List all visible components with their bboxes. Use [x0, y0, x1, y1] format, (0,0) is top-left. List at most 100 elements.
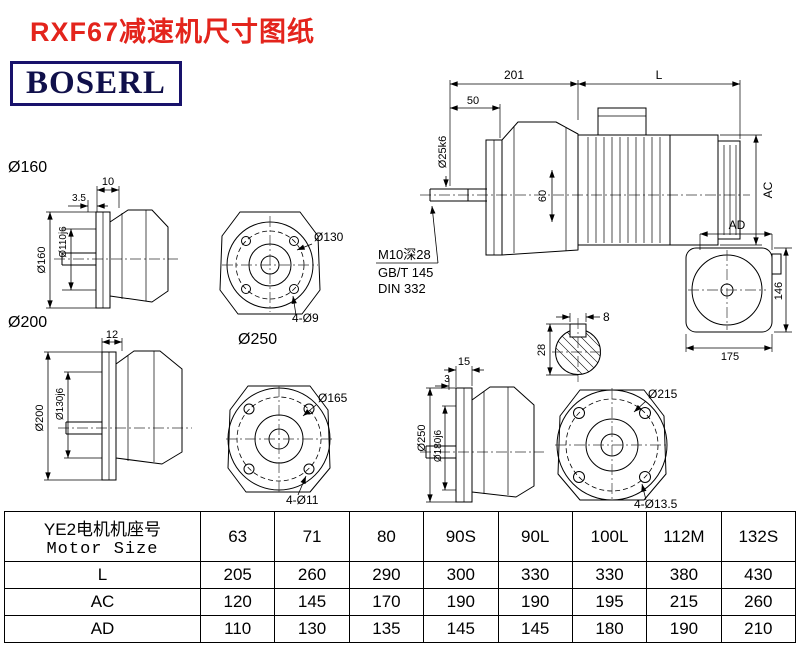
motor-cooling-fins [587, 137, 661, 243]
value-cell: 260 [274, 561, 350, 589]
value-cell: 170 [348, 588, 425, 616]
variant250-dimensions: 15 3 Ø250 Ø180j6 [416, 356, 484, 503]
value-cell: 380 [646, 561, 722, 589]
dim-step: 3.5 [72, 193, 86, 204]
row-label: AC [4, 588, 201, 616]
logo-text: BOSERL [26, 65, 166, 101]
dim-shaft-length: 50 [467, 95, 479, 107]
dim-length: 10 [102, 176, 114, 188]
dim-shaft-diameter: Ø25k6 [437, 136, 449, 168]
bolt-holes [241, 236, 299, 294]
variant160-heading: Ø160 [8, 159, 47, 176]
dim-ac: AC [761, 181, 775, 198]
dim-length: 15 [458, 356, 470, 368]
motor-body [577, 134, 719, 246]
label-holes: 4-Ø9 [292, 311, 319, 325]
dim-pilot: Ø110j6 [58, 226, 69, 258]
dim-flange-od: Ø160 [36, 247, 48, 274]
value-cell: 210 [720, 615, 797, 643]
gear-housing [109, 209, 169, 303]
variant250-side-view: Ø250 15 [238, 331, 544, 503]
rear-dimensions: 146 175 [685, 247, 792, 363]
table-row-AC: AC 120 145 170 190 190 195 215 260 [4, 588, 797, 616]
size-col-header: 90L [497, 511, 573, 562]
size-col-header: 132S [720, 511, 797, 562]
gear-housing [471, 386, 535, 498]
value-cell: 300 [423, 561, 499, 589]
label-holes: 4-Ø11 [286, 493, 319, 507]
motor-size-label-en: Motor Size [46, 539, 159, 559]
key-dimensions: 8 28 [536, 310, 610, 376]
boserl-logo: BOSERL [10, 61, 182, 106]
front-view-130: Ø130 4-Ø9 [219, 211, 344, 325]
front-view-165: Ø165 4-Ø11 [226, 385, 348, 507]
size-col-header: 80 [348, 511, 425, 562]
value-cell: 330 [571, 561, 648, 589]
thread-note-line1: M10深28 [378, 247, 431, 262]
dim-flange-od: Ø200 [34, 405, 46, 432]
size-col-header: 71 [274, 511, 350, 562]
dim-step: 3 [444, 374, 450, 385]
technical-drawing: 201 L 50 Ø25k6 60 AC M10深28 GB/T 145 DIN… [8, 68, 792, 511]
dim-ad: AD [729, 218, 746, 232]
value-cell: 190 [423, 588, 499, 616]
mounting-flange [485, 139, 503, 256]
thread-note: M10深28 GB/T 145 DIN 332 [376, 205, 439, 296]
dim-height: 146 [773, 282, 785, 300]
value-cell: 130 [274, 615, 350, 643]
dim-pilot: Ø180j6 [433, 429, 444, 462]
bolt-holes [573, 407, 651, 483]
dim-flange-od: Ø250 [416, 425, 428, 452]
variant200-heading: Ø200 [8, 314, 47, 331]
junction-lug [771, 253, 782, 275]
variant200-dimensions: 12 Ø200 Ø130j6 [34, 329, 123, 481]
row-label: L [4, 561, 201, 589]
main-dimensions: 201 L 50 Ø25k6 60 AC [437, 68, 775, 246]
size-col-header: 90S [423, 511, 499, 562]
dim-key-height: 28 [536, 344, 548, 356]
value-cell: 430 [720, 561, 797, 589]
dim-inner-bore: 60 [537, 190, 549, 202]
main-assembly-drawing: 201 L 50 Ø25k6 60 AC [420, 68, 775, 256]
value-cell: 190 [497, 588, 573, 616]
row-label: AD [4, 615, 201, 643]
size-col-header: 100L [571, 511, 648, 562]
terminal-box [597, 107, 647, 136]
variant250-heading: Ø250 [238, 331, 277, 348]
output-shaft [61, 252, 96, 266]
mounting-flange [455, 387, 473, 503]
value-cell: 195 [571, 588, 648, 616]
table-header-row: YE2电机机座号 Motor Size 63 71 80 90S 90L 100… [4, 511, 797, 562]
value-cell: 205 [199, 561, 276, 589]
motor-size-header-cell: YE2电机机座号 Motor Size [4, 511, 201, 562]
dim-length: 12 [106, 329, 118, 341]
dim-width: 175 [721, 351, 739, 363]
label-bolt-circle: Ø215 [648, 387, 678, 401]
value-cell: 145 [497, 615, 573, 643]
value-cell: 215 [646, 588, 722, 616]
output-shaft [429, 188, 487, 202]
housing-outline [219, 211, 321, 315]
dim-key-width: 8 [603, 310, 610, 324]
dim-motor-length: L [656, 68, 663, 82]
motor-frame [685, 247, 773, 333]
front-view-215: Ø215 4-Ø13.5 [555, 387, 678, 511]
motor-rear-view: AD 146 175 [685, 218, 792, 363]
thread-note-line3: DIN 332 [378, 281, 426, 296]
housing-outline [557, 389, 667, 501]
label-bolt-circle: Ø165 [318, 391, 348, 405]
mounting-flange [95, 211, 111, 309]
motor-size-label-cn: YE2电机机座号 [43, 519, 162, 539]
value-cell: 190 [646, 615, 722, 643]
thread-note-line2: GB/T 145 [378, 265, 433, 280]
value-cell: 290 [348, 561, 425, 589]
label-bolt-circle: Ø130 [314, 230, 344, 244]
fan-cover [717, 140, 741, 240]
variant160-dimensions: 10 3.5 Ø160 Ø110j6 [36, 176, 120, 309]
page-title: RXF67减速机尺寸图纸 [30, 17, 316, 47]
value-cell: 180 [571, 615, 648, 643]
value-cell: 260 [720, 588, 797, 616]
label-holes: 4-Ø13.5 [634, 497, 678, 511]
bolt-holes [243, 403, 315, 475]
